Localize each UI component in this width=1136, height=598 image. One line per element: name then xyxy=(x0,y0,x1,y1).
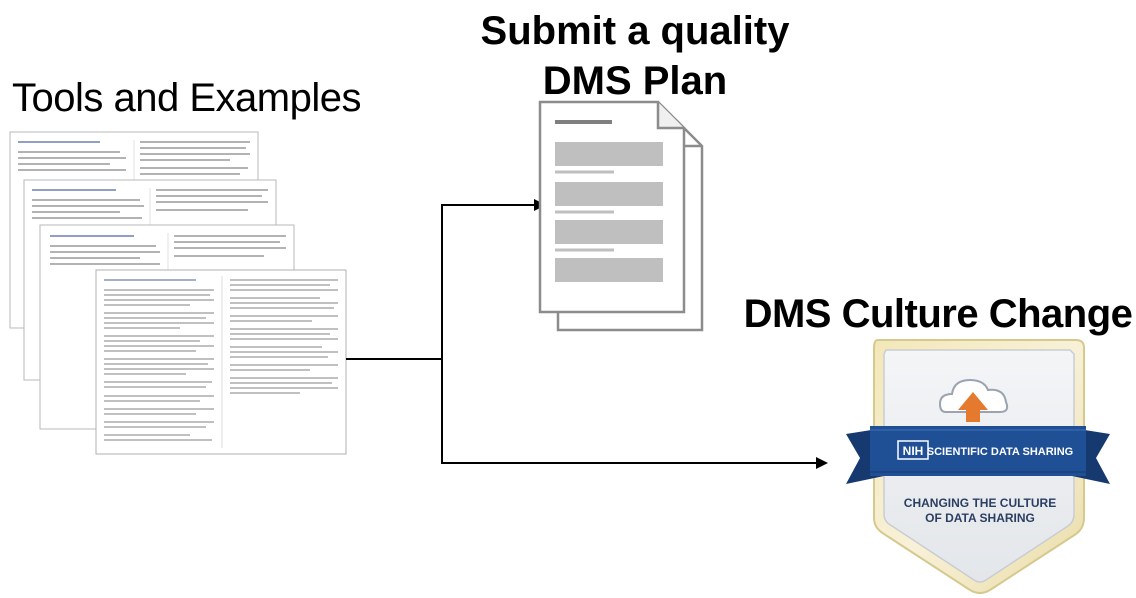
cloud-upload-icon xyxy=(938,378,1009,422)
nih-data-sharing-badge: NIH SCIENTIFIC DATA SHARING CHANGING THE… xyxy=(846,339,1110,594)
badge-caption-line1: CHANGING THE CULTURE xyxy=(904,496,1056,510)
badge-caption-line2: OF DATA SHARING xyxy=(925,511,1035,525)
connector-arrows xyxy=(346,199,828,469)
dms-plan-document-icon xyxy=(538,100,704,332)
submit-plan-heading-line2: DMS Plan xyxy=(542,59,728,103)
connector-line xyxy=(441,359,828,469)
connector-line xyxy=(346,199,546,360)
ribbon-title: SCIENTIFIC DATA SHARING xyxy=(927,446,1073,458)
example-documents-stack xyxy=(9,131,347,455)
nih-logo-text: NIH xyxy=(903,444,924,458)
submit-plan-heading: Submit a quality DMS Plan xyxy=(450,6,820,106)
example-document-front xyxy=(95,269,347,455)
tools-and-examples-heading: Tools and Examples xyxy=(12,76,361,120)
nih-logo: NIH xyxy=(897,440,929,460)
culture-change-heading: DMS Culture Change xyxy=(743,292,1133,336)
submit-plan-heading-line1: Submit a quality xyxy=(480,9,790,53)
